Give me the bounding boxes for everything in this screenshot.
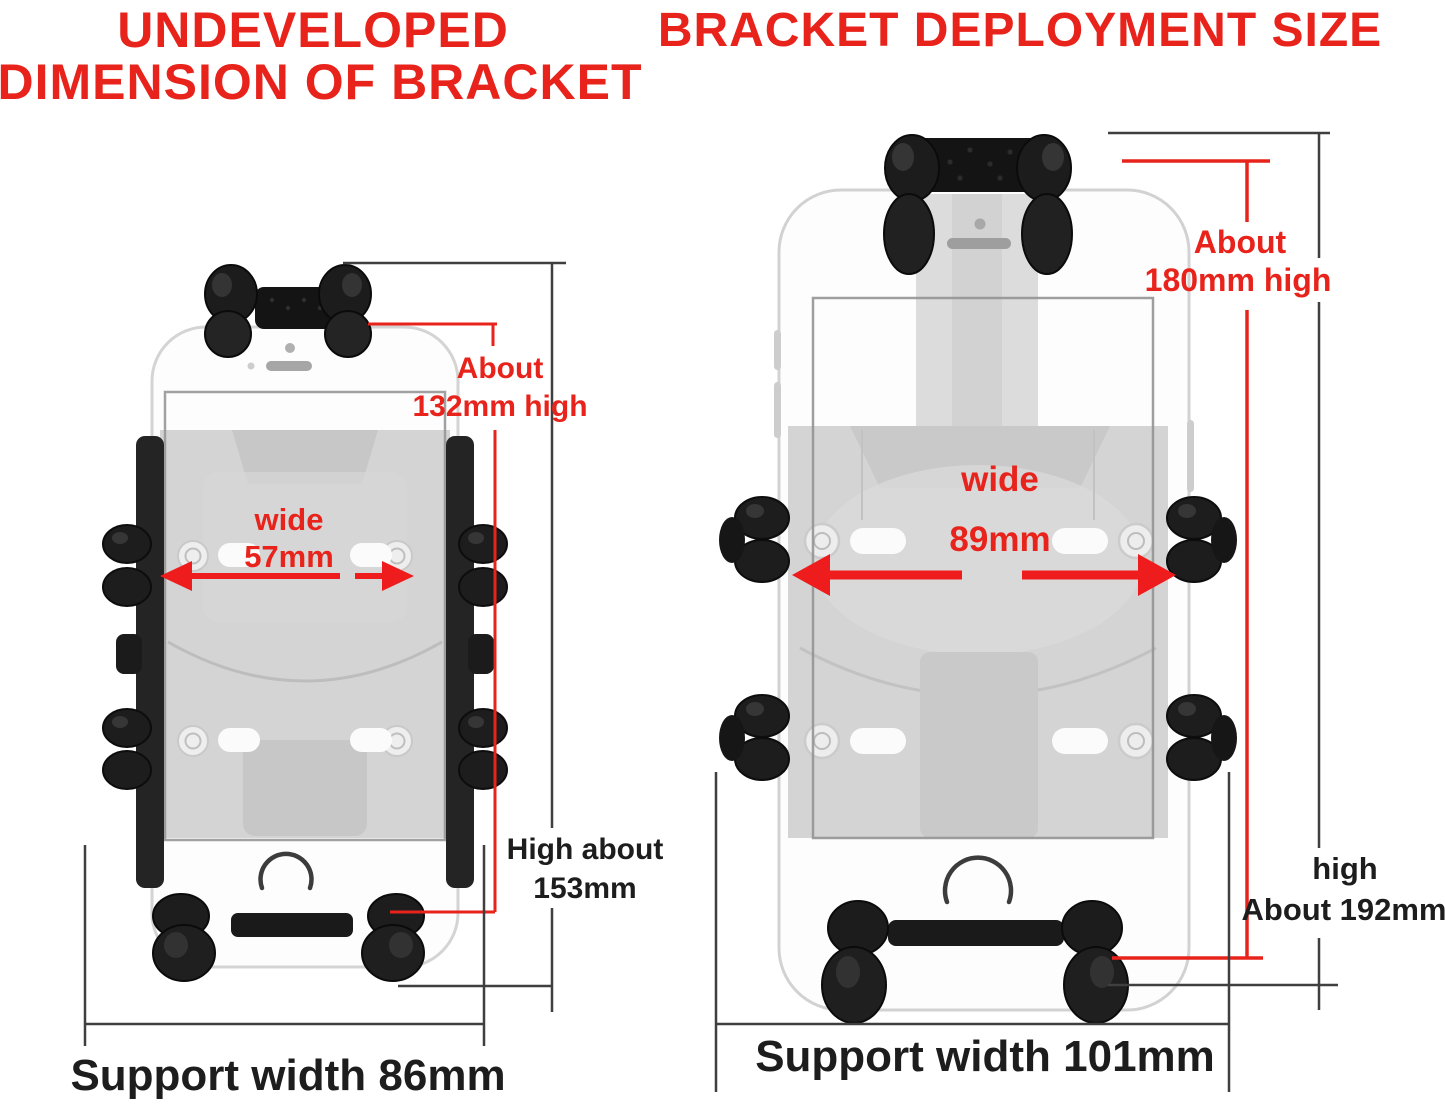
- left-height-dimension-black: [343, 261, 566, 1012]
- right-top-clamp: [883, 134, 1073, 275]
- left-figure: [83, 261, 566, 1046]
- right-home-arc: [942, 855, 1014, 905]
- right-bracket-backplate: [788, 426, 1168, 838]
- left-width-label-line1: wide: [254, 502, 324, 537]
- left-home-arc: [258, 851, 314, 891]
- left-title-line1: UNDEVELOPED: [117, 2, 509, 58]
- right-width-arrows: [792, 554, 1176, 596]
- left-height-label-red-line1: About: [456, 352, 544, 385]
- right-width-label-line2: 89mm: [949, 520, 1051, 559]
- left-screws: [177, 540, 413, 757]
- left-bottom-clamp: [152, 893, 425, 982]
- left-title-line2: DIMENSION OF BRACKET: [0, 54, 643, 110]
- left-height-label-black-line2: 153mm: [533, 872, 637, 905]
- left-height-dimension-red: [368, 322, 497, 914]
- left-support-width-dimension: [83, 845, 486, 1046]
- left-phone-speaker: [266, 361, 312, 371]
- left-height-label-red-line2: 132mm high: [412, 390, 588, 423]
- left-width-label-line2: 57mm: [244, 539, 334, 574]
- right-height-dimension-red: [1112, 159, 1270, 960]
- right-title: BRACKET DEPLOYMENT SIZE: [657, 4, 1383, 57]
- right-support-width-dimension: [714, 772, 1231, 1092]
- right-phone-camera-icon: [974, 218, 986, 230]
- right-bottom-clamp: [821, 900, 1129, 1024]
- left-height-label-black-line1: High about: [506, 833, 664, 866]
- left-width-arrows: [160, 561, 414, 591]
- left-top-clamp: [204, 264, 372, 358]
- right-side-knobs: [719, 496, 1237, 781]
- left-phone-camera-icon: [285, 343, 295, 353]
- right-height-label-red-line1: About: [1193, 224, 1287, 260]
- left-bracket-backplate: [160, 430, 450, 838]
- right-width-label-line1: wide: [961, 460, 1039, 499]
- right-height-label-black-line2: About 192mm: [1241, 892, 1445, 927]
- right-height-label-black-line1: high: [1312, 851, 1378, 886]
- right-height-label-red-line2: 180mm high: [1144, 262, 1332, 298]
- right-support-width-label: Support width 101mm: [755, 1032, 1215, 1081]
- right-bracket-arm: [916, 194, 1038, 456]
- left-support-width-label: Support width 86mm: [70, 1051, 506, 1100]
- right-height-dimension-black: [1108, 131, 1338, 1010]
- right-figure: [714, 131, 1338, 1092]
- right-phone-speaker: [947, 238, 1011, 249]
